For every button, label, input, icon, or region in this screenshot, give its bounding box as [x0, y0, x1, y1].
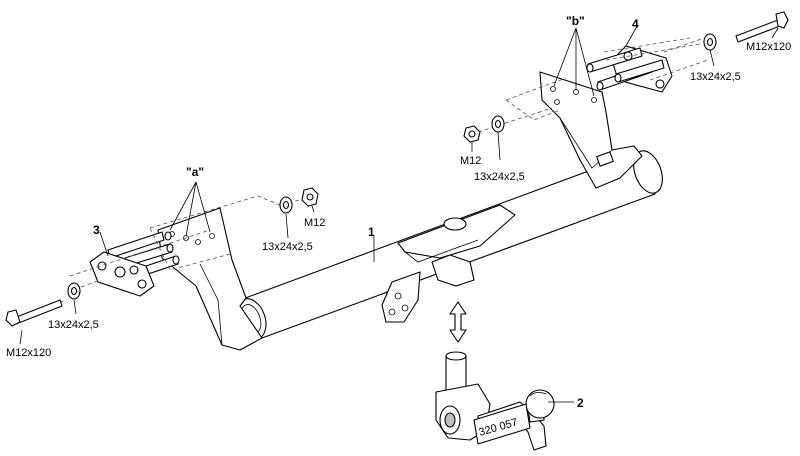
label-part-3: 3: [93, 223, 100, 237]
washer-right-mid: [491, 115, 505, 133]
washer-right-top: [703, 33, 717, 51]
leader-lines: [19, 27, 779, 403]
right-mounting-plate: [586, 45, 673, 93]
label-nut-left: M12: [304, 217, 325, 229]
label-nut-right: M12: [460, 155, 481, 167]
label-group-a: "a": [186, 165, 204, 179]
label-washer-left-bottom: 13x24x2,5: [48, 319, 99, 331]
label-washer-right-top: 13x24x2,5: [690, 71, 741, 83]
washer-left-top: [279, 196, 293, 214]
nut-left: [301, 187, 319, 207]
label-bolt-right: M12x120: [746, 41, 791, 53]
cross-beam: [235, 150, 663, 340]
nut-right: [463, 125, 481, 143]
washer-left-bottom: [67, 282, 81, 300]
label-washer-right-mid: 13x24x2,5: [474, 171, 525, 183]
label-part-4: 4: [632, 17, 639, 31]
left-mounting-plate: [89, 231, 180, 297]
right-mounting-arm: [539, 71, 643, 189]
bolt-right: [735, 11, 789, 43]
insert-direction-arrow: [449, 301, 467, 343]
label-group-b: "b": [566, 14, 585, 28]
label-washer-left-top: 13x24x2,5: [262, 241, 313, 253]
bolt-left: [5, 299, 63, 327]
label-part-2: 2: [577, 396, 584, 410]
left-mounting-arm: [157, 207, 263, 351]
label-bolt-left: M12x120: [6, 347, 51, 359]
tow-ball-neck: [435, 351, 555, 451]
label-part-1: 1: [368, 225, 375, 239]
